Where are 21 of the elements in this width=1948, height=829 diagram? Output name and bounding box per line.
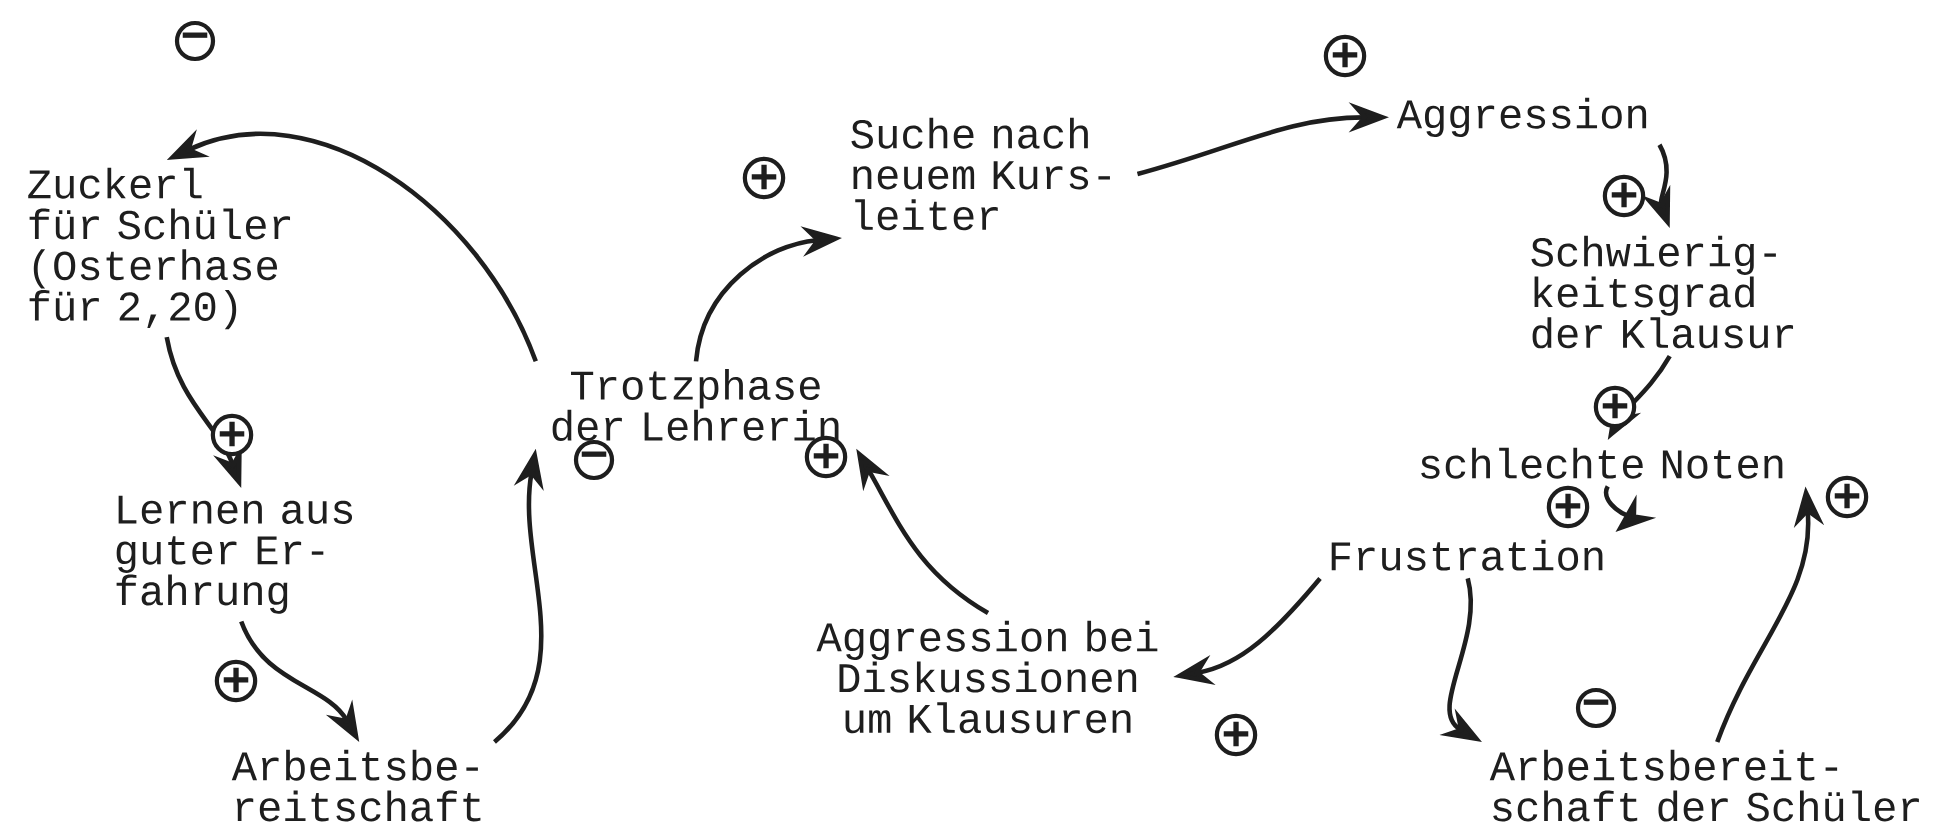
edge-label: − xyxy=(1575,687,1617,729)
node-text: Aggression bei Diskussionen um Klausuren xyxy=(816,620,1158,734)
node-text: Lernen aus guter Er- fahrung xyxy=(116,495,353,614)
node-text: Aggression xyxy=(1396,97,1647,137)
edge-label: − xyxy=(174,20,216,62)
edge-label: + xyxy=(1602,174,1646,218)
node-text: schlechte Noten xyxy=(1421,447,1783,479)
edge-label: + xyxy=(214,659,258,703)
edge-label: + xyxy=(210,413,254,457)
edge-label: + xyxy=(1323,34,1367,78)
node-text: Suche nach neuem Kurs- leiter xyxy=(851,117,1110,231)
node-text: Zuckerl für Schüler (Osterhase für 2,20) xyxy=(28,167,291,330)
edge-label: + xyxy=(1825,475,1869,519)
node-text: Schwierig- keitsgrad der Klausur xyxy=(1531,235,1794,349)
node-text: Arbeitsbereit- schaft der Schüler xyxy=(1489,749,1919,822)
node-text: Frustration xyxy=(1331,539,1603,571)
node-text: Arbeitsbe- reitschaft xyxy=(231,749,481,822)
edge-label: + xyxy=(1593,385,1637,429)
edge-label: + xyxy=(1546,485,1590,529)
edge-label: + xyxy=(742,156,786,200)
edge-label: + xyxy=(1214,713,1258,757)
